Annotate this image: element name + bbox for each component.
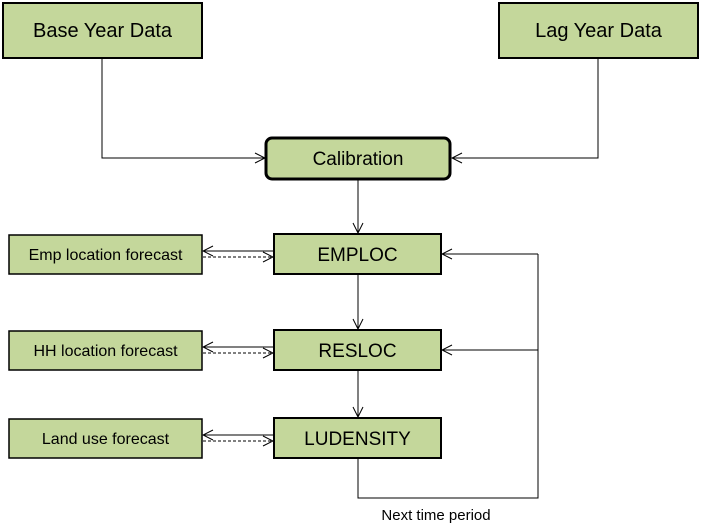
node-land-use-forecast: Land use forecast [8,418,203,459]
node-calibration-label: Calibration [313,149,404,170]
node-calibration: Calibration [264,136,452,181]
next-time-period-label: Next time period [381,507,490,524]
node-resloc-label: RESLOC [318,341,396,362]
node-emp-location-forecast-label: Emp location forecast [29,247,183,264]
node-ludensity-label: LUDENSITY [304,429,411,450]
node-resloc: RESLOC [273,329,442,371]
node-lag-year-data: Lag Year Data [498,2,699,59]
node-emp-location-forecast: Emp location forecast [8,234,203,275]
arrow-base-to-calibration [101,58,265,158]
node-emploc-label: EMPLOC [317,245,397,266]
node-land-use-forecast-label: Land use forecast [42,431,170,448]
node-hh-location-forecast: HH location forecast [8,330,203,371]
node-emploc: EMPLOC [273,233,442,275]
connectors [101,58,599,499]
node-base-year-data-label: Base Year Data [33,20,173,42]
node-ludensity: LUDENSITY [273,417,442,459]
feedback-loop-line [357,254,539,499]
arrow-lag-to-calibration [452,58,599,158]
node-hh-location-forecast-label: HH location forecast [33,343,178,360]
node-lag-year-data-label: Lag Year Data [535,20,663,42]
node-base-year-data: Base Year Data [2,2,203,59]
